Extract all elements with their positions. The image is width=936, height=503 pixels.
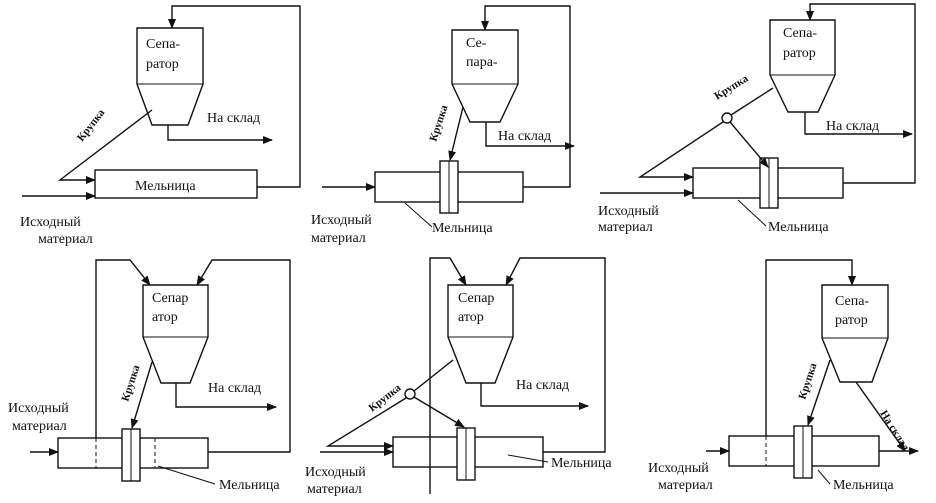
mill-5: Мельница [392, 427, 612, 481]
mill-3-label: Мельница [768, 220, 829, 235]
storage-label-3: На склад [826, 119, 879, 134]
recycle-line-5a [429, 257, 467, 494]
product-line-4 [175, 383, 277, 411]
mill-4: Мельница [57, 428, 280, 493]
mill-5-label: Мельница [551, 456, 612, 471]
coarse-label-1: Крупка [75, 107, 108, 144]
coarse-label-4: Крупка [119, 363, 142, 403]
feed-label-2-line2: материал [311, 231, 366, 246]
coarse-label-5: Крупка [366, 382, 403, 415]
coarse-line-2 [448, 106, 464, 161]
separator-4: Сепар атор [142, 284, 209, 384]
feed-label-6-line2: материал [658, 478, 713, 493]
separator-6-label-top: Сепа- [835, 294, 869, 309]
feed-label-1-line2: материал [38, 232, 93, 247]
separator-2: Се- пара- [451, 29, 519, 123]
product-line-5 [480, 383, 589, 410]
mill-2-label: Мельница [432, 221, 493, 236]
mill-6-label: Мельница [833, 478, 894, 493]
mill-1: Мельница [94, 169, 258, 199]
feed-label-4-line1: Исходный [8, 401, 69, 416]
separator-1-label-top: Сепа- [146, 37, 180, 52]
recycle-line-6 [765, 259, 856, 436]
product-line-2 [485, 122, 575, 150]
feed-label-1-line1: Исходный [20, 215, 81, 230]
storage-label-4: На склад [208, 381, 261, 396]
splitter-5 [404, 388, 416, 400]
scheme-2: Се- пара- Мельница На склад Крупка Исход… [311, 5, 575, 246]
storage-label-1: На склад [207, 111, 260, 126]
coarse-line-5 [413, 359, 454, 392]
coarse-to-feed-3 [637, 121, 724, 181]
separator-2-label-mid: пара- [466, 55, 498, 70]
coarse-label-2: Крупка [427, 103, 450, 143]
storage-label-6: На склад [877, 408, 911, 453]
separator-6-label-bottom: ратор [835, 313, 868, 328]
storage-label-2: На склад [498, 129, 551, 144]
mill-3-leader [737, 199, 767, 227]
separator-3-label-top: Сепа- [783, 26, 817, 41]
coarse-to-feed-5 [325, 397, 407, 450]
separator-4-label-top: Сепар [152, 291, 188, 306]
coarse-line-1 [57, 109, 153, 184]
coarse-label-6: Крупка [796, 361, 819, 401]
scheme-5: Сепар атор Мельница На склад Крупка Исхо… [305, 257, 612, 497]
mill-4-label: Мельница [219, 478, 280, 493]
separator-5: Сепар атор [447, 284, 514, 384]
recycle-line-3 [806, 3, 916, 184]
separator-1-label-bottom: ратор [146, 57, 179, 72]
coarse-to-mill-5 [413, 396, 465, 428]
mill-2-leader [404, 202, 433, 228]
coarse-line-3 [730, 87, 774, 116]
recycle-line-2 [481, 5, 571, 188]
mill-3: Мельница [692, 157, 844, 235]
mill-6: Мельница [728, 425, 894, 493]
coarse-label-3: Крупка [712, 72, 751, 102]
feed-label-2-line1: Исходный [311, 213, 372, 228]
coarse-to-mill-3 [729, 121, 769, 168]
separator-3-label-bottom: ратор [783, 46, 816, 61]
scheme-6: Сепа- ратор Мельница Крупка На склад Исх… [648, 259, 919, 493]
product-line-3 [804, 112, 913, 138]
splitter-3 [721, 112, 733, 124]
mill-6-leader [817, 469, 831, 485]
recycle-line-1 [168, 5, 301, 188]
feed-label-6-line1: Исходный [648, 461, 709, 476]
coarse-line-6 [807, 359, 831, 426]
feed-label-5-line2: материал [307, 482, 362, 497]
feed-label-5-line1: Исходный [305, 465, 366, 480]
separator-6: Сепа- ратор [821, 284, 889, 383]
recycle-line-5b [505, 257, 606, 453]
coarse-line-4 [130, 361, 153, 429]
mill-1-label: Мельница [135, 179, 196, 194]
mill-2: Мельница [374, 160, 524, 236]
feed-label-3-line2: материал [598, 220, 653, 235]
product-line-6 [855, 381, 906, 452]
mill-5-leader [507, 454, 549, 463]
separator-1: Сепа- ратор [136, 27, 204, 126]
scheme-3: Сепа- ратор Мельница На склад Крупка Исх… [598, 3, 916, 235]
separator-2-label-top: Се- [466, 36, 487, 51]
feed-label-3-line1: Исходный [598, 204, 659, 219]
mill-4-leader [157, 465, 216, 485]
separator-4-label-bottom: атор [152, 310, 178, 325]
scheme-1: Сепа- ратор Мельница На склад Крупка Исх… [20, 5, 301, 247]
recycle-line-4a [95, 259, 151, 438]
recycle-line-4b [196, 259, 291, 453]
separator-3: Сепа- ратор [769, 19, 836, 113]
product-line-1 [167, 125, 273, 144]
scheme-4: Сепар атор Мельница На склад Крупка Исхо… [8, 259, 291, 493]
storage-label-5: На склад [516, 378, 569, 393]
feed-label-4-line2: материал [12, 419, 67, 434]
separator-5-label-top: Сепар [458, 291, 494, 306]
separator-5-label-bottom: атор [458, 310, 484, 325]
